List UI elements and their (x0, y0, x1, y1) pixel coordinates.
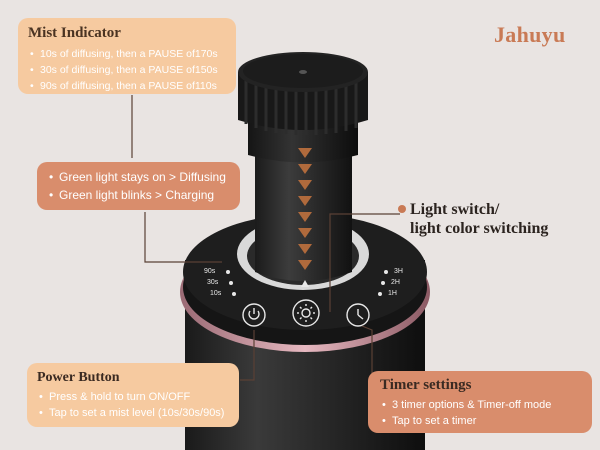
bullet-dot (398, 205, 406, 213)
timer-level-1h: 1H (388, 290, 397, 297)
mist-level-90s: 90s (204, 268, 216, 275)
list-item: 10s of diffusing, then a PAUSE of170s (28, 46, 226, 62)
timer-level-2h: 2H (391, 279, 400, 286)
list-item: Tap to set a timer (380, 413, 580, 429)
list-item: Tap to set a mist level (10s/30s/90s) (37, 405, 229, 421)
light-switch-label: Light switch/ light color switching (398, 200, 549, 238)
power-button-list: Press & hold to turn ON/OFF Tap to set a… (37, 389, 229, 421)
mist-indicator-list: 10s of diffusing, then a PAUSE of170s 30… (28, 46, 226, 94)
timer-level-3h: 3H (394, 268, 403, 275)
status-light-list: Green light stays on > Diffusing Green l… (47, 168, 230, 204)
mist-level-10s: 10s (210, 290, 222, 297)
timer-settings-title: Timer settings (380, 377, 472, 393)
list-item: Green light stays on > Diffusing (47, 168, 230, 186)
list-item: Green light blinks > Charging (47, 186, 230, 204)
mist-level-30s: 30s (207, 279, 219, 286)
timer-settings-list: 3 timer options & Timer-off mode Tap to … (380, 397, 580, 429)
list-item: Press & hold to turn ON/OFF (37, 389, 229, 405)
light-switch-line2: light color switching (410, 220, 549, 237)
power-icon (242, 303, 266, 327)
timer-settings-box: Timer settings 3 timer options & Timer-o… (368, 371, 592, 433)
list-item: 3 timer options & Timer-off mode (380, 397, 580, 413)
light-icon (292, 299, 320, 327)
arrow-up-icon (301, 280, 309, 287)
list-item: 30s of diffusing, then a PAUSE of150s (28, 62, 226, 78)
status-light-box: Green light stays on > Diffusing Green l… (37, 162, 240, 210)
mist-indicator-title: Mist Indicator (28, 25, 121, 41)
clock-icon (346, 303, 370, 327)
mist-indicator-box: Mist Indicator 10s of diffusing, then a … (18, 18, 236, 94)
light-switch-line1: Light switch/ (410, 201, 500, 218)
brand-logo: Jahuyu (494, 22, 566, 47)
power-button-title: Power Button (37, 370, 120, 385)
list-item: 90s of diffusing, then a PAUSE of110s (28, 78, 226, 94)
power-button-box: Power Button Press & hold to turn ON/OFF… (27, 363, 239, 427)
